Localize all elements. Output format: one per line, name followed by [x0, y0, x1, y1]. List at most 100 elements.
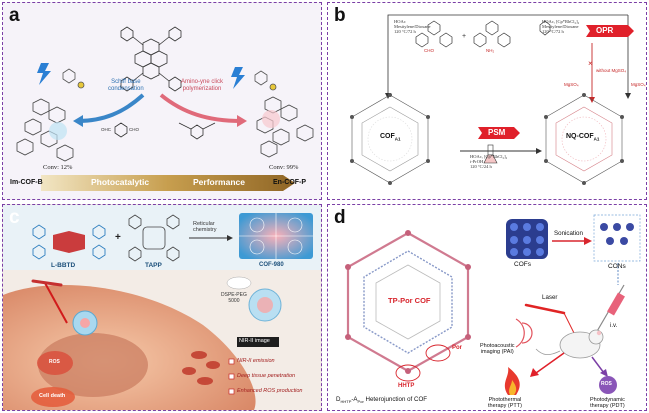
cof-left-name: Im-COF-B	[10, 179, 43, 186]
performance-arrow-bar	[41, 175, 295, 191]
cof-980-label: COF-980	[259, 262, 284, 268]
panel-label: c	[9, 207, 20, 228]
without-mgso4-label: without MgSO₄	[596, 68, 627, 73]
plus-sign: +	[462, 33, 467, 40]
terephthalaldehyde	[114, 122, 128, 138]
iv-label: i.v.	[610, 323, 618, 329]
catalyst-right	[254, 70, 277, 91]
cof-crystal	[506, 219, 548, 259]
dialkyne	[178, 122, 216, 140]
syringe-icon	[595, 284, 625, 334]
tapp-molecule	[128, 214, 180, 262]
svg-text:×: ×	[588, 59, 593, 68]
cell-death-label: Cell death	[39, 393, 66, 399]
right-highlight	[262, 110, 280, 128]
laser-label: Laser	[542, 294, 558, 301]
ros-label: ROS	[49, 359, 60, 365]
cons-sheets	[600, 223, 634, 245]
por-label: Por	[452, 345, 463, 351]
reagent-right-label: CHO	[129, 127, 139, 132]
heterojunction-caption: DHHTP-APor Heterojunction of COF	[336, 396, 428, 405]
bar-word-2: Performance	[193, 177, 245, 187]
laser-device	[31, 279, 63, 287]
cof-right-name: En-COF-P	[273, 179, 307, 186]
ros-icon-label: ROS	[601, 381, 612, 387]
catalyst-left	[62, 68, 85, 89]
nir-image-label: NIR-II image	[239, 338, 270, 344]
panel-d-graphics	[345, 214, 641, 395]
nucleus	[38, 333, 148, 397]
nq-cof-nodes	[544, 93, 624, 185]
ros-icon	[599, 376, 617, 394]
lightning-icon-left	[37, 63, 51, 85]
reagent-left-label: OHC	[101, 127, 111, 132]
photoacoustic-waves	[515, 318, 533, 348]
schiff-arrow	[77, 93, 145, 123]
lightning-icon-right	[231, 67, 245, 89]
cho-label: CHO	[424, 48, 434, 53]
im-cof-b-structure	[16, 98, 74, 162]
lbbtd-molecule	[32, 224, 106, 260]
panel-a-graphics	[16, 26, 314, 191]
sonication-label: Sonication	[554, 230, 583, 237]
amino-yne-arrow	[159, 93, 242, 123]
opr-label: OPR	[596, 26, 614, 35]
laser-beam	[44, 282, 68, 324]
opr-badge	[586, 25, 634, 37]
mouse-icon	[226, 276, 252, 290]
panel-label: d	[334, 207, 346, 228]
bar-word-1: Photocatalytic	[91, 177, 150, 187]
laser-device	[524, 303, 566, 315]
mouse-icon	[535, 329, 604, 359]
panel-c-graphics	[3, 205, 321, 410]
en-cof-p-structure	[256, 96, 314, 158]
ros-burst	[37, 351, 73, 375]
nq-cof-label: NQ-COFA1	[566, 133, 600, 142]
pyrene-monomer	[120, 26, 182, 92]
panel-b-graphics: ×	[350, 14, 634, 185]
conv-left: Conv: 12%	[43, 164, 73, 171]
psm-label: PSM	[488, 128, 506, 137]
bullet-2: Deep tissue penetration	[237, 373, 296, 379]
cell-death-zone	[31, 387, 75, 407]
panel-d: d TP-Por COF Por HHTP DHHTP-APor Heteroj…	[327, 204, 647, 411]
panel-label: b	[334, 5, 346, 26]
laser-beam	[563, 312, 575, 334]
mgso4-label-2: MgSO₄	[631, 82, 646, 87]
bullet-1: NIR-II emission	[237, 358, 275, 364]
lbbtd-label: L-BBTD	[51, 262, 76, 269]
plus-sign: +	[115, 232, 121, 243]
blood-cells	[182, 351, 220, 385]
sonication-arrow	[584, 237, 592, 245]
left-highlight	[49, 122, 67, 140]
cofs-label: COFs	[514, 261, 531, 268]
cons-box	[593, 214, 641, 262]
tp-por-label: TP-Por COF	[388, 296, 431, 305]
amine-monomer	[473, 20, 511, 48]
bullet-boxes	[228, 358, 235, 395]
aldehyde-monomer	[415, 20, 453, 48]
cons-label: CONs	[608, 263, 626, 270]
alkyne-reagent	[539, 20, 551, 36]
por-highlight	[425, 344, 451, 362]
tapp-label: TAPP	[145, 262, 162, 269]
framework-nodes	[345, 230, 471, 374]
flask-icon	[483, 144, 498, 164]
cof-a1-label: COFA1	[380, 133, 401, 142]
cof-a1-nodes	[350, 93, 430, 185]
panel-b: ×	[327, 2, 647, 200]
hhtp-label: HHTP	[398, 383, 415, 389]
